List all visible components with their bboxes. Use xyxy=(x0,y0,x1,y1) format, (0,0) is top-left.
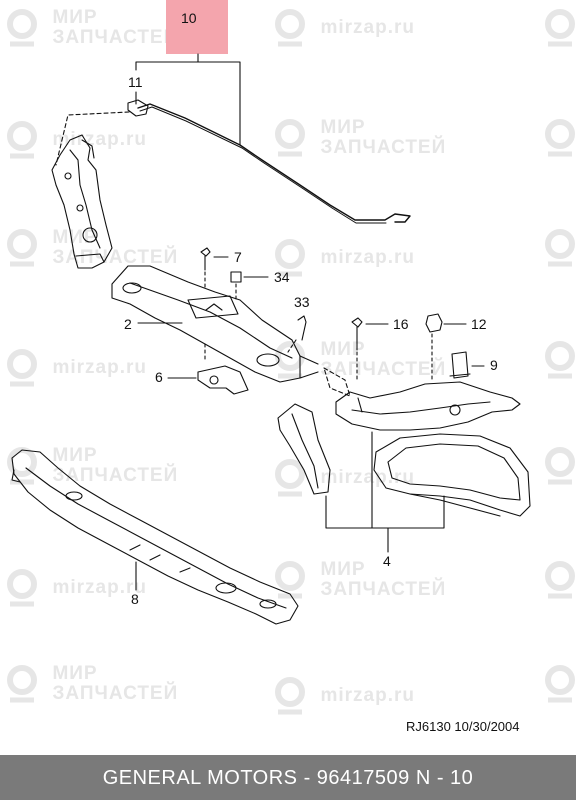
watermark: mirzap.ru xyxy=(2,348,147,388)
watermark: mirzap.ru xyxy=(2,568,147,608)
watermark xyxy=(540,228,576,268)
callout-34: 34 xyxy=(274,269,290,285)
bumper-9 xyxy=(449,351,471,379)
callout-4: 4 xyxy=(383,553,391,569)
location-pin-icon xyxy=(275,239,305,277)
callout-9: 9 xyxy=(490,357,498,373)
left-bracket-edge xyxy=(69,149,101,249)
release-cable-outline xyxy=(139,106,387,224)
callout-2: 2 xyxy=(124,316,132,332)
location-pin-icon xyxy=(275,9,305,47)
lower-tie-bar xyxy=(11,449,299,625)
callout-11: 11 xyxy=(128,74,143,90)
location-pin-icon xyxy=(7,9,37,47)
location-pin-icon xyxy=(545,119,575,157)
callout-12: 12 xyxy=(471,316,487,332)
headlamp-bracket-left xyxy=(277,403,331,495)
leader-10 xyxy=(135,53,241,146)
left-bracket xyxy=(51,134,113,269)
cable-clip xyxy=(127,99,149,117)
leader-11-dashed xyxy=(55,111,130,166)
release-cable xyxy=(137,103,411,223)
watermark: mirzap.ru xyxy=(270,238,415,278)
location-pin-icon xyxy=(7,349,37,387)
clip-33 xyxy=(297,315,307,341)
location-pin-icon xyxy=(545,341,575,379)
callout-6: 6 xyxy=(155,369,163,385)
watermark: mirzap.ru xyxy=(270,8,415,48)
callout-highlight xyxy=(166,0,228,54)
location-pin-icon xyxy=(545,665,575,703)
location-pin-icon xyxy=(7,569,37,607)
callout-16: 16 xyxy=(393,316,409,332)
location-pin-icon xyxy=(545,229,575,267)
watermark xyxy=(540,446,576,486)
watermark xyxy=(540,118,576,158)
upper-tie-bar xyxy=(111,265,301,383)
callout-7: 7 xyxy=(234,249,242,265)
callout-10: 10 xyxy=(181,10,197,26)
watermark xyxy=(540,8,576,48)
location-pin-icon xyxy=(7,665,37,703)
footer-bar: GENERAL MOTORS - 96417509 N - 10 xyxy=(0,755,576,800)
location-pin-icon xyxy=(275,459,305,497)
location-pin-icon xyxy=(545,561,575,599)
diagram-reference: RJ6130 10/30/2004 xyxy=(406,719,520,734)
watermark xyxy=(540,340,576,380)
location-pin-icon xyxy=(275,561,305,599)
footer-part-number: GENERAL MOTORS - 96417509 N - 10 xyxy=(102,767,474,789)
watermark: mirzap.ru xyxy=(270,676,415,716)
bracket-6 xyxy=(197,365,249,395)
location-pin-icon xyxy=(7,229,37,267)
location-pin-icon xyxy=(545,447,575,485)
headlamp-bracket-upper xyxy=(335,381,521,431)
location-pin-icon xyxy=(7,121,37,159)
watermark: mirzap.ru xyxy=(2,120,147,160)
leader-4 xyxy=(325,431,445,553)
callout-8: 8 xyxy=(131,591,139,607)
location-pin-icon xyxy=(275,119,305,157)
bolt-16 xyxy=(351,317,363,351)
watermark xyxy=(540,664,576,704)
nut-34 xyxy=(230,271,242,283)
callout-33: 33 xyxy=(294,294,310,310)
location-pin-icon xyxy=(275,677,305,715)
watermark xyxy=(540,560,576,600)
bolt-7 xyxy=(200,247,211,271)
headlamp-frame xyxy=(373,433,531,517)
clip-12 xyxy=(425,313,443,333)
location-pin-icon xyxy=(545,9,575,47)
location-pin-icon xyxy=(275,341,305,379)
